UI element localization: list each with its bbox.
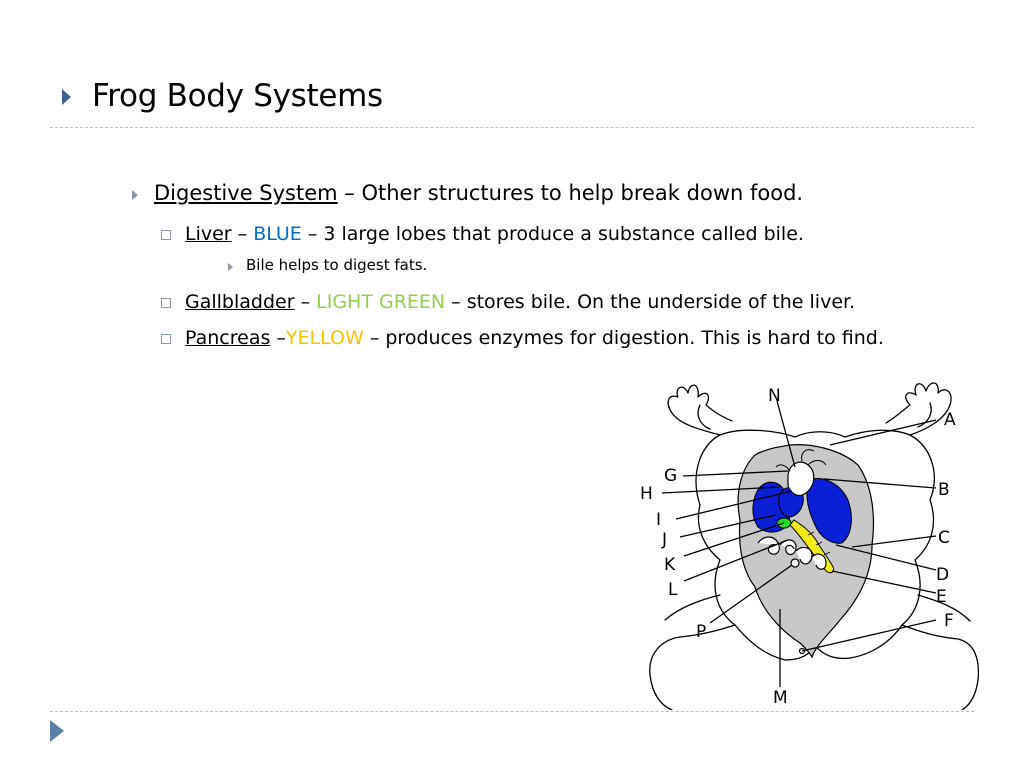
label-B: B (938, 480, 950, 500)
sub-bullet-arrow-icon (228, 263, 233, 271)
title-bullet-icon (62, 89, 71, 105)
liver-text: – 3 large lobes that produce a substance… (301, 223, 804, 245)
digestive-heading: Digestive System (154, 181, 338, 205)
label-C: C (938, 528, 950, 548)
digestive-description: Other structures to help break down food… (361, 181, 804, 205)
gallbladder-color: LIGHT GREEN (316, 291, 446, 313)
frog-dissection-diagram: N A G B H I J C K D L E F P M (640, 382, 980, 710)
heart (787, 461, 815, 497)
label-J: J (661, 530, 667, 550)
gallbladder-line: Gallbladder – LIGHT GREEN – stores bile.… (185, 287, 945, 318)
label-I: I (656, 510, 661, 530)
gallbladder-name: Gallbladder (185, 291, 295, 313)
label-N: N (768, 386, 781, 406)
bullet-arrow-icon (132, 190, 138, 200)
label-L: L (668, 580, 678, 600)
left-arm (667, 384, 733, 436)
label-F: F (944, 611, 954, 631)
square-bullet-icon (161, 298, 171, 308)
pancreas-color: YELLOW (285, 327, 364, 349)
liver-color: BLUE (253, 223, 302, 245)
square-bullet-icon (161, 334, 171, 344)
label-M: M (773, 688, 788, 708)
footer-separator (50, 711, 974, 712)
bile-note: Bile helps to digest fats. (246, 256, 428, 274)
label-A: A (944, 410, 956, 430)
label-K: K (664, 555, 676, 575)
liver-line: Liver – BLUE – 3 large lobes that produc… (185, 219, 945, 250)
label-P: P (696, 622, 706, 642)
pancreas-line: Pancreas –YELLOW – produces enzymes for … (185, 323, 930, 354)
pancreas-text: – produces enzymes for digestion. This i… (363, 327, 884, 349)
square-bullet-icon (161, 230, 171, 240)
digestive-dash: – (337, 181, 362, 205)
liver-dash: – (231, 223, 254, 245)
right-leg (901, 624, 980, 710)
footer-play-icon[interactable] (50, 720, 64, 742)
liver-name: Liver (185, 223, 232, 245)
gallbladder-text: – stores bile. On the underside of the l… (445, 291, 856, 313)
digestive-system-line: Digestive System – Other structures to h… (154, 181, 803, 205)
title-separator (50, 127, 974, 128)
right-arm (885, 382, 952, 436)
liver-right-lobe (806, 478, 852, 544)
pancreas-dash: – (270, 327, 286, 349)
slide-title: Frog Body Systems (92, 78, 383, 114)
label-E: E (936, 587, 947, 607)
label-G: G (664, 466, 677, 486)
pancreas-name: Pancreas (185, 327, 271, 349)
gallbladder-dash: – (294, 291, 317, 313)
label-D: D (936, 565, 949, 585)
left-leg (649, 624, 736, 710)
frog-body-outline (695, 429, 935, 661)
label-H: H (640, 484, 653, 504)
